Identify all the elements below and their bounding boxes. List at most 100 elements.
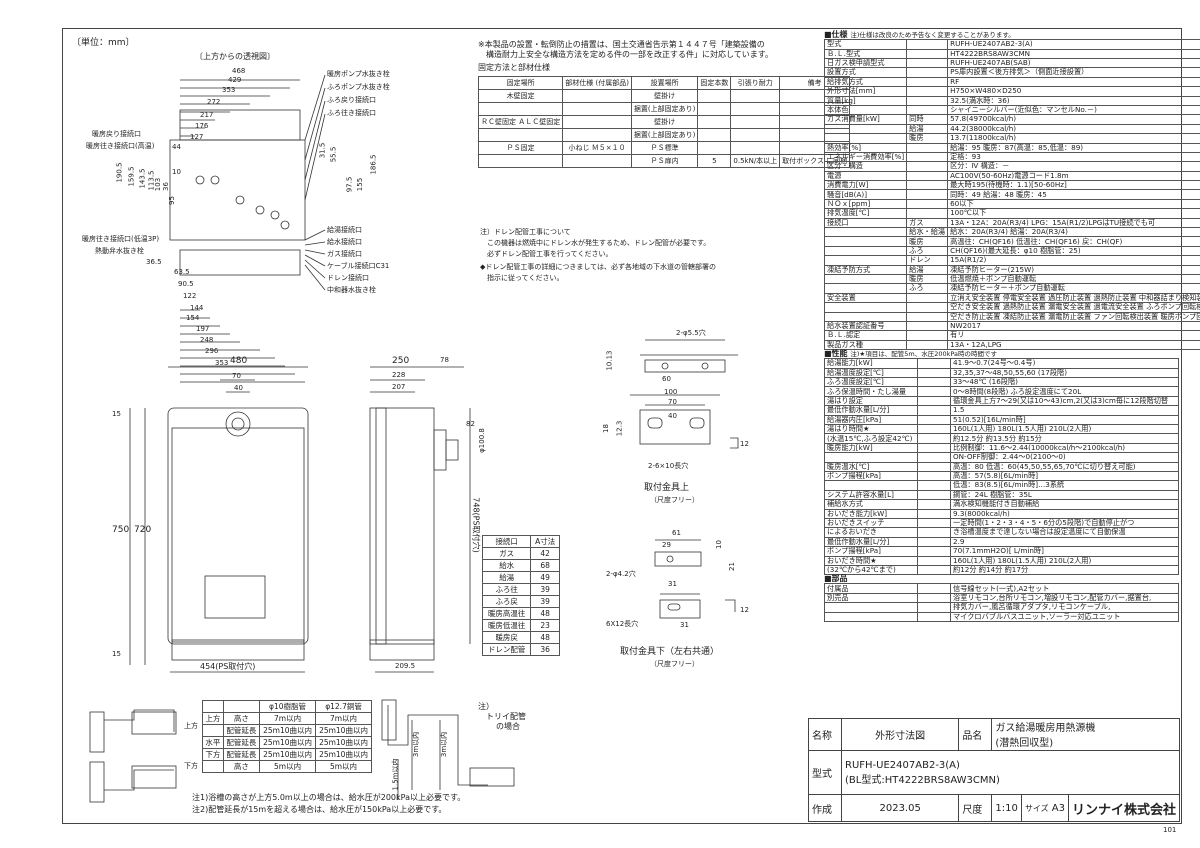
spec-value: 1.5 bbox=[950, 405, 1179, 416]
bracket-bottom-dim-61: 61 bbox=[672, 529, 681, 537]
fix-header: 固定本数 bbox=[697, 76, 732, 90]
spec-item: 凍結予防方式 bbox=[823, 264, 908, 275]
spec-value: H750×W480×D250 bbox=[947, 86, 1200, 97]
spec-row: 空だき安全装置 過熱防止装置 漏電安全装置 過電流安全装置 ふろポンプ回転検出装… bbox=[823, 302, 1200, 313]
spec-value: RUFH-UE2407AB2-3(A) bbox=[947, 39, 1200, 50]
fix-cell: 5 bbox=[697, 154, 732, 168]
spec-value: 13A・12A,LPG bbox=[947, 339, 1200, 351]
spec-item bbox=[823, 273, 908, 285]
spec-item: おいだきスイッチ bbox=[824, 517, 918, 529]
dim-31-5: 31.5 bbox=[318, 142, 327, 159]
spec-subitem: 給湯 bbox=[906, 123, 949, 135]
spec-item: 区分・構造 bbox=[823, 161, 908, 172]
port-value: 48 bbox=[530, 607, 560, 620]
side-dim-207: 207 bbox=[392, 383, 406, 391]
spec-value: 32,35,37～48,50,55,60 (17段階) bbox=[950, 367, 1179, 379]
bracket-bottom-sub: （尺度フリー） bbox=[650, 660, 699, 668]
port-header: 接続口 bbox=[481, 535, 532, 548]
spec-subitem bbox=[906, 142, 949, 153]
fix-header: 固定場所 bbox=[477, 76, 564, 90]
spec-item: 給湯器内圧[kPa] bbox=[824, 414, 918, 426]
spec-subitem: 暖房 bbox=[906, 133, 949, 144]
spec-row: 消費電力[W]最大時195(待機時：1.1)[50-60Hz] bbox=[823, 180, 1200, 191]
spec-row: 排気温度[℃]100℃以下 bbox=[823, 208, 1200, 219]
port-name: 給湯 bbox=[481, 571, 532, 584]
spec-value: PS扉内設置＜後方排気＞（側面近接設置） bbox=[947, 67, 1200, 78]
name-label: 名称 bbox=[807, 718, 843, 751]
pipe-cell: 25m10曲以内 bbox=[259, 748, 317, 761]
spec-value: 13.7(11800kcal/h) bbox=[947, 133, 1200, 144]
spec-row: ON-OFF制御：2.44～0(2100～0) bbox=[824, 452, 1179, 463]
fix-cell bbox=[477, 128, 564, 142]
spec-subitem bbox=[906, 48, 949, 60]
spec-item: 付属品 bbox=[824, 583, 918, 594]
spec-row: によるおいだきき浴槽温度まで達しない場合は設定温度にて自動保温 bbox=[824, 527, 1179, 538]
trap-note-3: の場合 bbox=[496, 722, 520, 731]
pipe-cell: 25m10曲以内 bbox=[315, 724, 372, 737]
spec-value: 低温燃焼＋ポンプ自動運転 bbox=[947, 273, 1200, 285]
pipe-cell: 7m以内 bbox=[259, 712, 317, 725]
spec-subitem: ふろ bbox=[906, 245, 949, 257]
port-value: 48 bbox=[530, 631, 560, 644]
fix-cell bbox=[697, 89, 732, 103]
spec-item: 型式 bbox=[823, 39, 908, 50]
spec-row: Ｂ.Ｌ.認定有リ bbox=[823, 330, 1200, 341]
spec-item bbox=[824, 452, 918, 463]
front-dim-480: 480 bbox=[230, 356, 248, 366]
spec-value: 鋼管：24L 樹脂管：35L bbox=[950, 489, 1179, 501]
bracket-top-dim-12: 12 bbox=[740, 440, 749, 448]
spec-value: 最大時195(待機時：1.1)[50-60Hz] bbox=[947, 180, 1200, 191]
pipe-cell: 配管延長 bbox=[222, 736, 261, 749]
dim-155: 155 bbox=[356, 177, 365, 192]
pipe-cell: 高さ bbox=[222, 760, 261, 773]
drain-note-3: 必ずドレン配管工事を行ってください。 bbox=[480, 250, 613, 258]
spec-row: 本体色シャイニーシルバー(近似色：マンセルNo.－) bbox=[823, 104, 1200, 116]
spec-subitem bbox=[917, 405, 951, 416]
size-cell: サイズ A3 bbox=[1020, 794, 1069, 822]
spec-item bbox=[823, 226, 908, 238]
fix-cell bbox=[697, 115, 732, 129]
bracket-top-hole: 2-φ5.5穴 bbox=[676, 329, 706, 337]
spec-item: Ｂ.Ｌ.型式 bbox=[823, 48, 908, 60]
spec-row: 給湯温度設定[℃]32,35,37～48,50,55,60 (17段階) bbox=[824, 367, 1179, 379]
spec-row: 給水・給湯給水：20A(R3/4) 給湯：20A(R3/4) bbox=[823, 226, 1200, 238]
drain-note-1: 注）ドレン配管工事について bbox=[480, 228, 571, 236]
spec-subitem bbox=[917, 546, 951, 557]
pipe-cell: 25m10曲以内 bbox=[259, 724, 317, 737]
pipe-cell: 5m以内 bbox=[259, 760, 317, 773]
spec-value: 空だき安全装置 過熱防止装置 漏電安全装置 過電流安全装置 ふろポンプ回転検出装… bbox=[947, 302, 1200, 313]
spec-value: 0～8時間(8段階) ふろ設定温度にて20L bbox=[950, 386, 1179, 397]
spec-item: 暖房能力[kW] bbox=[824, 442, 918, 454]
spec-subitem bbox=[917, 386, 951, 397]
spec-subitem bbox=[906, 302, 949, 313]
spec-row: 暖房能力[kW]比例制御：11.6～2.44(10000kcal/h～2100k… bbox=[824, 442, 1179, 454]
spec-subitem bbox=[906, 339, 949, 351]
fix-header: 部材仕様 (付属部品) bbox=[562, 76, 632, 90]
spec-item: 別売品 bbox=[824, 592, 918, 604]
label-thermal-valve-drain: 熱動弁水抜き栓 bbox=[95, 247, 144, 255]
spec-value: ON-OFF制御：2.44～0(2100～0) bbox=[950, 452, 1179, 463]
spec-subitem bbox=[906, 161, 949, 172]
spec-item: によるおいだき bbox=[824, 527, 918, 538]
bracket-bottom-dim-21: 21 bbox=[727, 562, 736, 571]
spec-row: 区分・構造 区分：Ⅳ 構造：－ bbox=[823, 161, 1200, 172]
drain-note-4: ◆ドレン配管工事の詳細につきましては、必ず各地域の下水道の管轄部署の bbox=[480, 263, 717, 271]
spec-value: 高温：80 低温：60(45,50,55,65,70℃に切り替え可能) bbox=[950, 461, 1179, 473]
spec-subitem bbox=[906, 86, 949, 97]
bracket-top-dim-40: 40 bbox=[668, 412, 677, 420]
spec-value: 9.3(8000kcal/h) bbox=[950, 508, 1179, 519]
spec-value: 32.5(満水時：36) bbox=[947, 95, 1200, 106]
spec-item: 製品ガス種 bbox=[823, 339, 908, 351]
fix-cell bbox=[477, 102, 564, 116]
perf-section-title: ■性能 注)★項目は、配管5m、水圧200kPa時の時間です bbox=[824, 349, 1179, 359]
parts-table: 付属品信号線セット(一式),A2セット別売品浴室リモコン,台所リモコン,増設リモ… bbox=[824, 583, 1179, 623]
spec-subitem bbox=[917, 367, 951, 379]
port-value: 68 bbox=[530, 559, 560, 572]
perf-section-label: ■性能 bbox=[824, 349, 848, 359]
spec-value: 区分：Ⅳ 構造：－ bbox=[947, 161, 1200, 172]
model-line-2: (BL型式:HT4222BRS8AW3CMN) bbox=[845, 774, 1000, 786]
spec-subitem bbox=[906, 189, 949, 200]
